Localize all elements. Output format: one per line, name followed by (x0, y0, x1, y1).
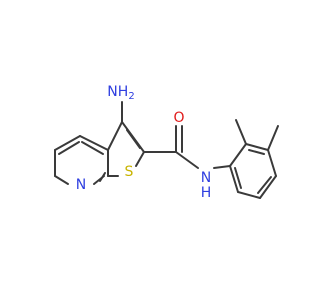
bond-ar2-ar3-inner (248, 149, 265, 155)
bond-n-aryl (213, 165, 231, 169)
bond-ar4-ar5-inner (257, 176, 272, 194)
bond-c2-s (135, 151, 145, 167)
bond-n-c7a-inner (99, 172, 106, 182)
oxygen-label: O (173, 110, 184, 126)
bonds (54, 101, 279, 199)
pyridine-nitrogen-label: N (76, 177, 86, 193)
bond-carbonyl-n (175, 151, 199, 169)
amide-hydrogen-label: H (201, 185, 212, 201)
bond-c3a-c4 (79, 135, 109, 151)
sulfur-label: S (125, 164, 134, 180)
atom-labels: NH2 O S N N H (76, 84, 212, 201)
bond-c3a-c4-inner (81, 141, 104, 155)
bond-c6-c7 (54, 175, 69, 185)
bond-ar1-ar2 (229, 143, 247, 167)
bond-ar3-ar4 (267, 149, 277, 177)
bond-ar6-ar1-inner (234, 167, 242, 189)
bond-c4-c5-inner (58, 141, 80, 155)
amino-n-label: N (107, 84, 117, 100)
bond-ar5-ar6 (237, 191, 261, 199)
bond-ar4-ar5 (259, 175, 277, 199)
molecule-canvas: NH2 O S N N H (54, 84, 279, 201)
bond-ar2-methyl (235, 119, 247, 145)
bond-ar3-methyl (267, 125, 279, 151)
amino-subscript: 2 (128, 91, 134, 102)
bond-ar6-ar1 (229, 165, 239, 193)
molecule-structure: NH2 O S N N H (54, 84, 279, 201)
bond-c3-c2-inner (126, 129, 141, 149)
amide-nitrogen-label: N (201, 170, 211, 186)
bond-c4-c5 (54, 135, 81, 151)
bond-ar2-ar3 (245, 143, 269, 151)
amino-group-label: NH2 (107, 84, 134, 102)
bond-c3a-c3 (107, 121, 123, 151)
amino-h-label: H (118, 84, 129, 100)
